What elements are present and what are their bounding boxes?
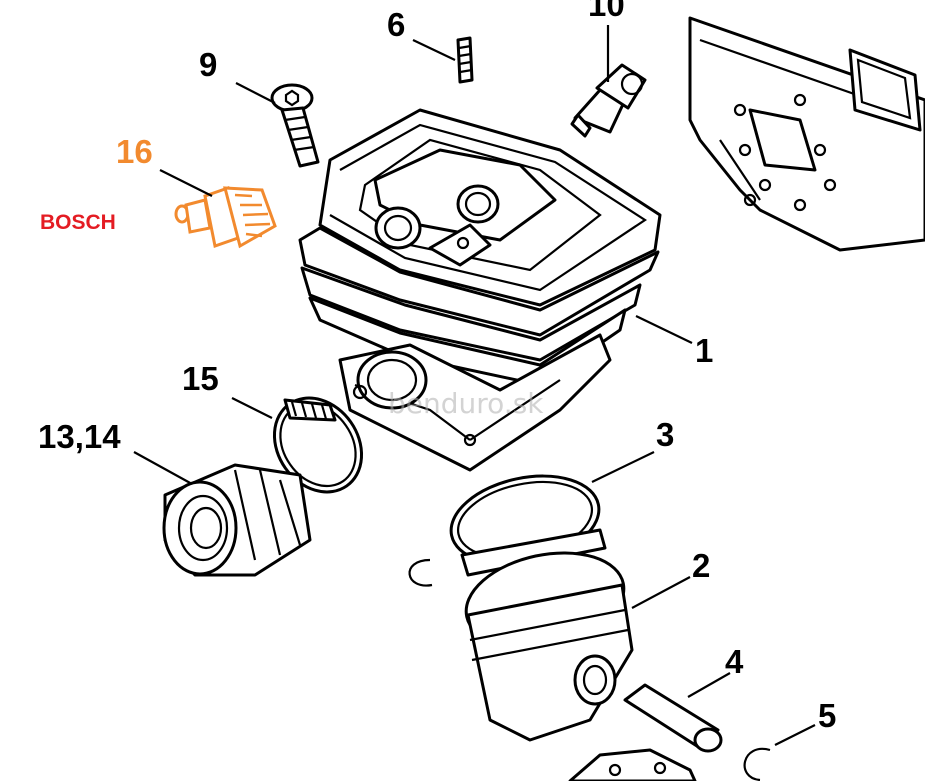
decompression-valve — [570, 63, 647, 138]
callout-16: 16 — [116, 133, 153, 170]
callout-5: 5 — [818, 697, 836, 734]
hose-clamp — [272, 396, 364, 494]
brand-label: BOSCH — [40, 211, 116, 234]
callout-4: 4 — [725, 643, 744, 680]
piston-pin — [623, 683, 723, 753]
gasket-plate — [688, 16, 925, 252]
stud-screw — [456, 36, 474, 84]
cylinder — [298, 108, 662, 472]
callout-2: 2 — [692, 547, 710, 584]
piston-rings — [449, 474, 607, 577]
spark-plug — [174, 186, 277, 249]
circlip-right — [743, 747, 771, 781]
callout-9: 9 — [199, 46, 217, 83]
callout-6: 6 — [387, 6, 405, 43]
watermark: benduro.sk — [388, 387, 544, 420]
callout-3: 3 — [656, 416, 674, 453]
callout-15: 15 — [182, 360, 219, 397]
circlip-left — [408, 558, 433, 587]
callout-1: 1 — [695, 332, 713, 369]
callout-10: 10 — [588, 0, 625, 23]
leader-lines — [133, 25, 816, 746]
intake-manifold — [162, 463, 312, 577]
callout-13-14: 13,14 — [38, 418, 121, 455]
base-gasket — [568, 748, 697, 781]
piston — [464, 551, 634, 742]
torx-screw — [270, 83, 320, 168]
